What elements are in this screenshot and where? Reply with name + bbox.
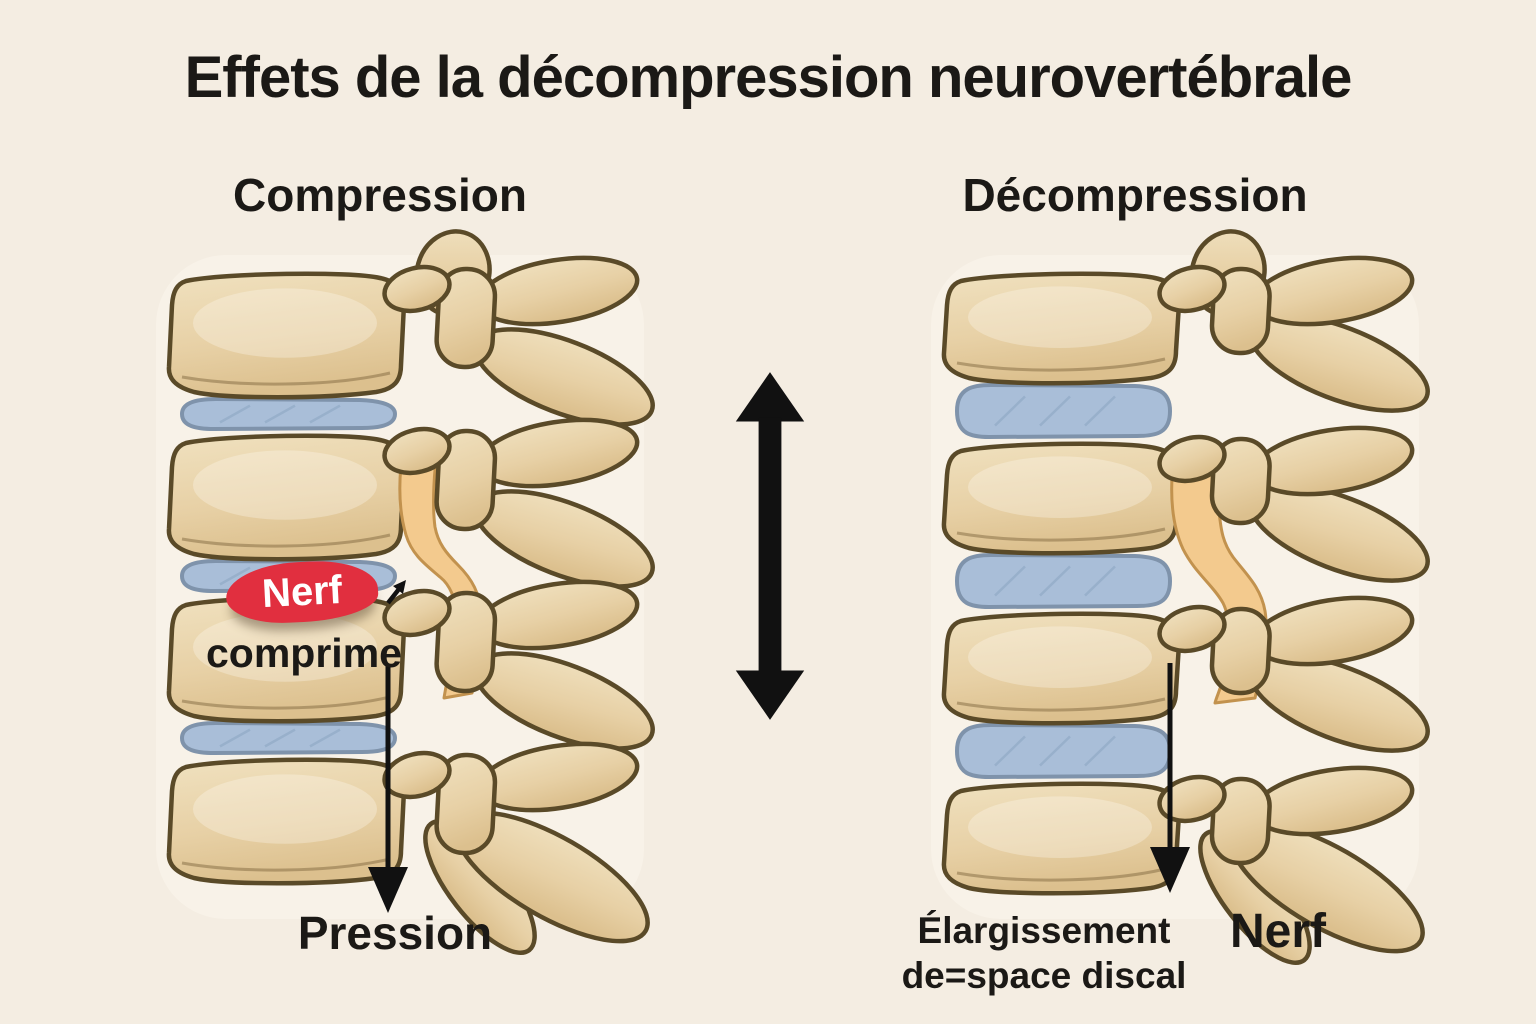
disc-space-arrow <box>1150 663 1190 893</box>
pedicle <box>382 264 452 314</box>
intervertebral-disc <box>954 552 1173 610</box>
facet-column <box>434 428 498 532</box>
facet-column <box>1209 436 1272 526</box>
vertebra-body <box>941 781 1182 896</box>
intervertebral-disc <box>954 382 1173 440</box>
intervertebral-disc <box>179 396 398 432</box>
pressure-label: Pression <box>297 907 493 959</box>
pedicle <box>1157 774 1227 824</box>
facet-column <box>1209 266 1272 356</box>
pedicle <box>382 426 452 476</box>
nerve-pointer-arrow <box>386 580 406 605</box>
pedicle <box>1157 604 1227 654</box>
disc-space-widening-line2: de=space discal <box>901 955 1187 996</box>
nerve-label: Nerf <box>1230 905 1327 958</box>
intervertebral-disc <box>954 722 1173 780</box>
pedicle <box>382 750 452 800</box>
intervertebral-disc <box>179 720 398 756</box>
facet-column <box>434 752 498 856</box>
facet-column <box>434 266 498 370</box>
compressed-nerve-caption: comprime <box>206 630 402 676</box>
pedicle <box>382 588 452 638</box>
vertebra-body <box>166 433 407 562</box>
pedicle <box>1157 434 1227 484</box>
double-arrow-shaft <box>758 417 782 675</box>
page-title: Effets de la décompression neurovertébra… <box>184 45 1353 110</box>
double-arrow-down-head <box>735 670 805 720</box>
pedicle <box>1157 264 1227 314</box>
compressed-spine-illustration <box>156 229 655 955</box>
facet-column <box>1209 776 1272 866</box>
decompressed-spine-illustration <box>931 229 1430 965</box>
vertebra-body <box>941 271 1182 386</box>
vertebra-body <box>941 441 1182 556</box>
disc-space-widening-line1: Élargissement <box>917 910 1171 951</box>
vertebra-body <box>941 611 1182 726</box>
vertebra-body <box>166 271 407 400</box>
double-arrow-up-head <box>735 372 805 422</box>
compressed-nerve-badge-label: Nerf <box>260 567 344 616</box>
facet-column <box>1209 606 1272 696</box>
facet-column <box>434 590 498 694</box>
compression-heading: Compression <box>233 169 527 221</box>
decompression-heading: Décompression <box>962 169 1308 221</box>
double-arrow-icon <box>735 372 805 720</box>
pressure-arrow <box>368 666 408 913</box>
disc-space-widening-label: Élargissement de=space discal <box>868 908 1220 998</box>
